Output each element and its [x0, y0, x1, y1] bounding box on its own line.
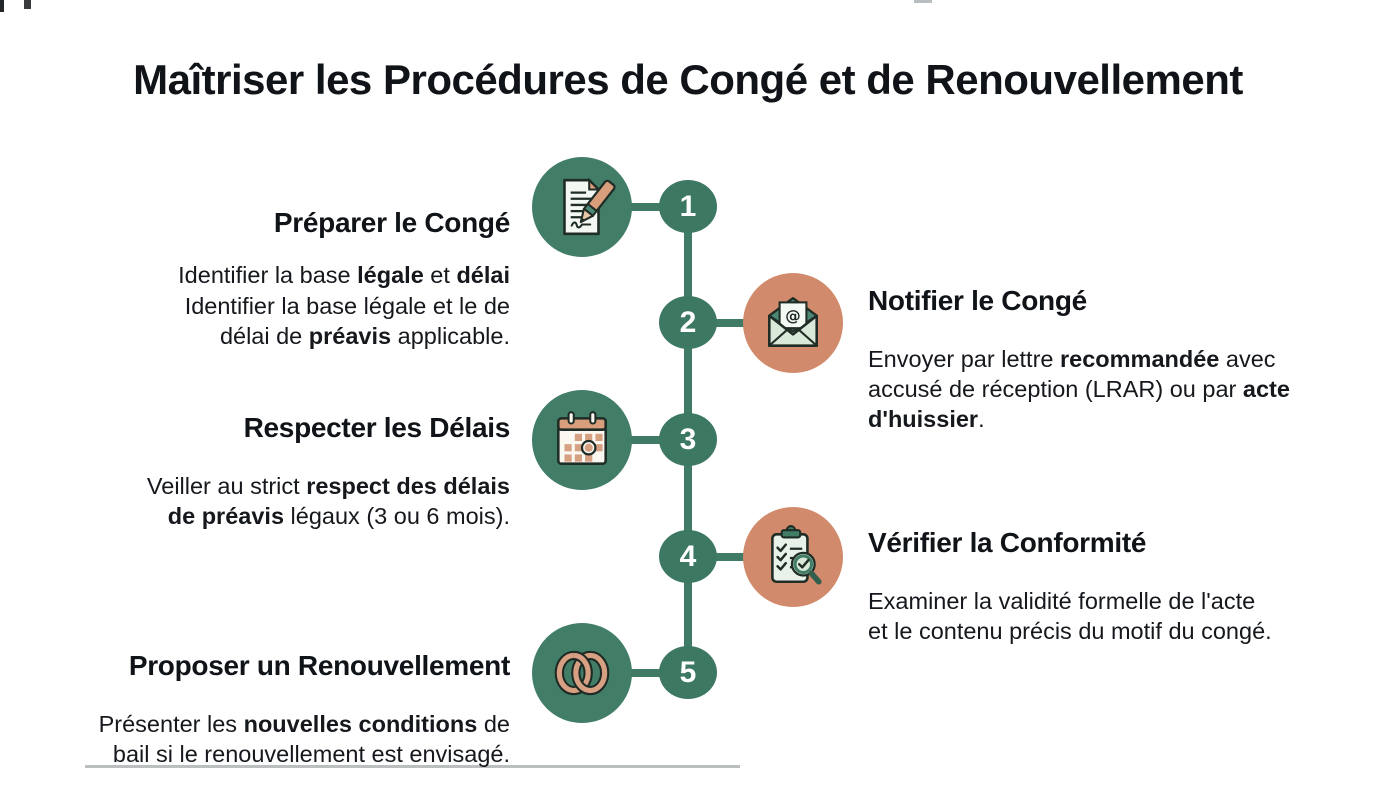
edge-artifact — [24, 0, 31, 9]
edge-artifact — [914, 0, 932, 3]
step-3-heading: Respecter les Délais — [243, 412, 511, 443]
calendar-icon — [532, 390, 632, 490]
step-5-body: Présenter les nouvelles conditions de ba… — [98, 711, 510, 767]
contract-document-icon — [532, 157, 632, 257]
edge-artifact — [0, 0, 4, 12]
step-1-text: Préparer le Congé Identifier la base lég… — [178, 188, 510, 308]
step-number-3: 3 — [659, 413, 717, 466]
step-1-heading: Préparer le Congé — [273, 207, 510, 238]
infographic-canvas: Maîtriser les Procédures de Congé et de … — [0, 0, 1290, 768]
step-number-5: 5 — [659, 646, 717, 699]
clipboard-check-icon — [743, 507, 843, 607]
step-2-body: Envoyer par lettre recommandée avec accu… — [868, 346, 1290, 432]
connector-step-2 — [688, 319, 794, 327]
step-1-body: Identifier la base légale et le de délai… — [184, 293, 510, 349]
connector-step-1 — [582, 203, 688, 211]
page-title: Maîtriser les Procédures de Congé et de … — [133, 56, 1243, 103]
step-2-text: Notifier le Congé Envoyer par lettre rec… — [868, 266, 1290, 452]
step-1-subtitle: Identifier la base légale et délai — [178, 262, 510, 288]
connector-step-4 — [688, 553, 794, 561]
step-2-heading: Notifier le Congé — [868, 285, 1087, 316]
step-number-4: 4 — [659, 530, 717, 583]
step-5-text: Proposer un Renouvellement Présenter les… — [98, 631, 511, 787]
connector-step-3 — [582, 436, 688, 444]
step-number-1: 1 — [659, 180, 717, 233]
interlocked-rings-icon — [532, 623, 632, 723]
step-3-text: Respecter les Délais Veiller au strict r… — [147, 393, 510, 549]
step-5-heading: Proposer un Renouvellement — [128, 650, 510, 681]
connector-step-5 — [582, 669, 688, 677]
cutoff-footer-line — [85, 765, 740, 768]
envelope-at-icon: @ — [743, 273, 843, 373]
step-4-heading: Vérifier la Conformité — [868, 527, 1147, 558]
svg-text:@: @ — [785, 307, 800, 325]
step-3-body: Veiller au strict respect des délais de … — [146, 473, 510, 529]
step-4-body: Examiner la validité formelle de l'acte … — [868, 588, 1272, 644]
step-number-2: 2 — [659, 296, 717, 349]
step-4-text: Vérifier la Conformité Examiner la valid… — [868, 508, 1272, 664]
